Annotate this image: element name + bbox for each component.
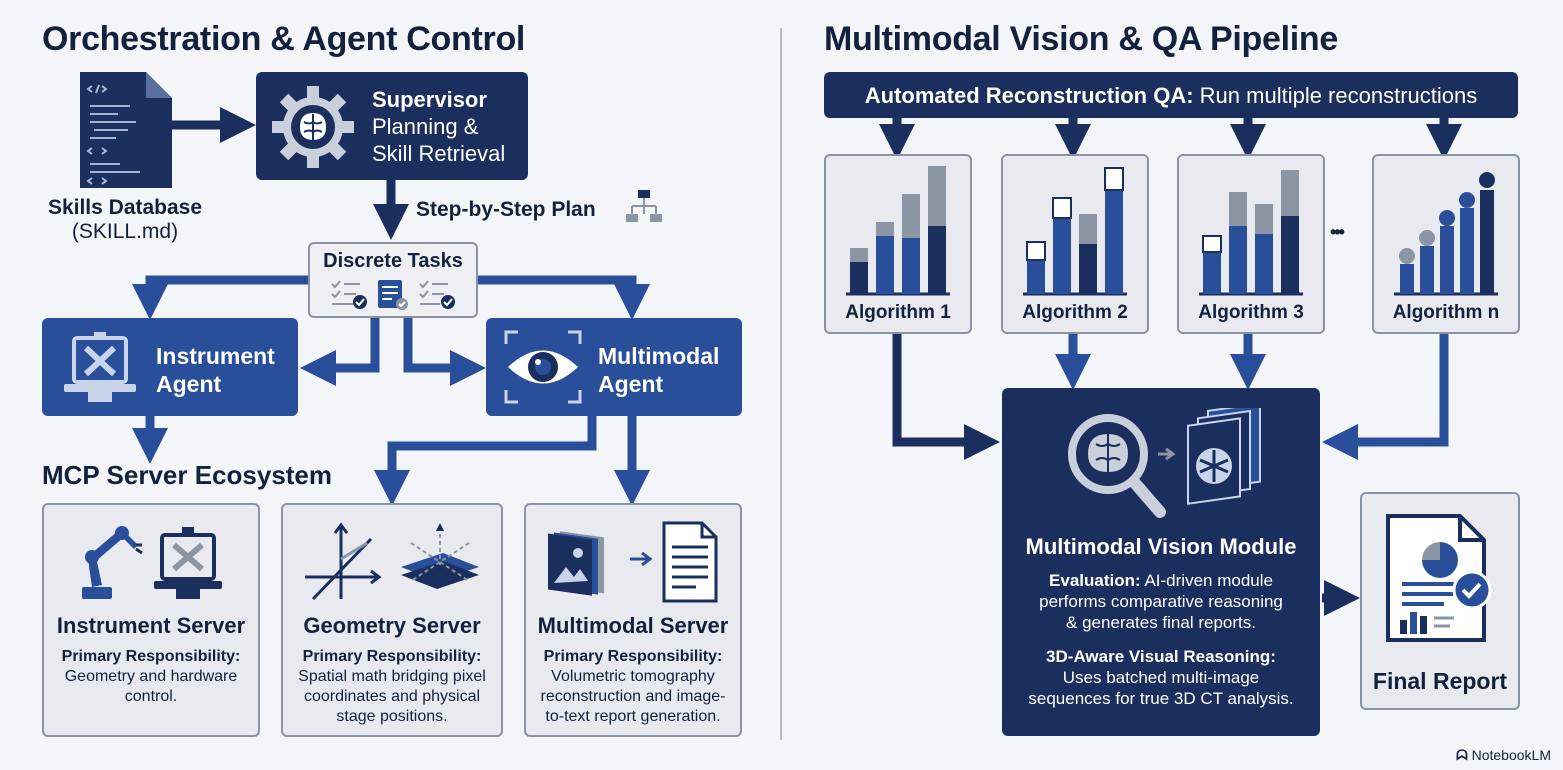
qa-banner: Automated Reconstruction QA: Run multipl… [824, 72, 1518, 118]
instrument-agent-line1: Instrument [156, 343, 275, 369]
instrument-agent-line2: Agent [156, 371, 222, 397]
vision-module-box: Multimodal Vision Module Evaluation: AI-… [1002, 388, 1320, 736]
multimodal-server-resp-label: Primary Responsibility: [543, 648, 723, 665]
skills-database-file: (SKILL.md) [71, 220, 179, 243]
left-section-title: Orchestration & Agent Control [42, 20, 526, 58]
algorithm-card: Algorithm 2 [1001, 154, 1149, 334]
notebooklm-label: NotebookLM [1471, 747, 1551, 763]
notebooklm-icon: ᗣ [1456, 747, 1468, 763]
supervisor-line3: Skill Retrieval [372, 141, 506, 166]
multimodal-server-resp-line3: to-text report generation. [545, 708, 721, 725]
code-file-icon [80, 72, 172, 188]
multimodal-agent-line1: Multimodal [598, 343, 720, 369]
skills-database-label: Skills Database (SKILL.md) [30, 196, 220, 244]
multimodal-agent-line2: Agent [598, 371, 664, 397]
algorithm-2-label: Algorithm 2 [1022, 302, 1128, 323]
right-section-title: Multimodal Vision & QA Pipeline [824, 20, 1338, 58]
instrument-server-resp-line2: control. [124, 688, 178, 705]
brain-scan-icon [1058, 402, 1268, 524]
arrow-algon-to-module [1322, 332, 1449, 460]
algorithm-1-label: Algorithm 1 [845, 302, 951, 323]
images-to-document-icon [544, 519, 724, 603]
final-report-label: Final Report [1372, 668, 1508, 694]
skills-database-title: Skills Database [47, 196, 203, 219]
algorithm-card: Algorithm 1 [824, 154, 972, 334]
instrument-server-card: Instrument Server Primary Responsibility… [42, 503, 260, 737]
multimodal-agent-box: Multimodal Agent [486, 318, 742, 416]
lollipop-chart-icon [1394, 172, 1498, 296]
supervisor-title: Supervisor [372, 87, 487, 112]
axes-plane-icon [301, 519, 483, 603]
robot-arm-instrument-icon [74, 519, 234, 603]
instrument-agent-label: Instrument Agent [156, 342, 275, 398]
evaluation-line2: performs comparative reasoning [1039, 592, 1283, 611]
discrete-tasks-label: Discrete Tasks [323, 250, 463, 272]
vision-module-title: Multimodal Vision Module [1025, 534, 1297, 559]
bar-chart-icon [1199, 170, 1303, 296]
reasoning-line2: sequences for true 3D CT analysis. [1028, 689, 1294, 708]
multimodal-server-card: Multimodal Server Primary Responsibility… [524, 503, 742, 737]
evaluation-label: Evaluation: [1049, 571, 1141, 590]
eye-icon [502, 328, 584, 406]
task-checklist-icons [330, 278, 460, 310]
supervisor-line2: Planning & [372, 114, 479, 139]
multimodal-agent-label: Multimodal Agent [598, 342, 719, 398]
discrete-tasks-box: Discrete Tasks [308, 242, 478, 318]
mcp-ecosystem-title: MCP Server Ecosystem [42, 460, 333, 490]
algorithm-card: Algorithm n [1372, 154, 1520, 334]
step-by-step-plan-label: Step-by-Step Plan [416, 198, 596, 221]
geometry-server-resp-line3: stage positions. [336, 708, 448, 725]
arrow-tasks-to-multimodal-top [474, 275, 650, 320]
algorithm-card: Algorithm 3 [1177, 154, 1325, 334]
bar-chart-icon [1023, 167, 1127, 296]
arrow-tasks-to-instrument-top [132, 275, 310, 320]
ellipsis: ••• [1330, 222, 1345, 242]
arrow-algo1-to-module [892, 332, 1000, 460]
evaluation-line3: & generates final reports. [1066, 613, 1256, 632]
multimodal-server-resp-line2: reconstruction and image- [540, 688, 726, 705]
geometry-server-resp-line1: Spatial math bridging pixel [298, 668, 486, 685]
geometry-server-title: Geometry Server [303, 613, 481, 638]
geometry-server-card: Geometry Server Primary Responsibility: … [281, 503, 503, 737]
instrument-icon [60, 330, 140, 406]
evaluation-line1: AI-driven module [1144, 571, 1273, 590]
bar-chart-icon [846, 166, 950, 296]
qa-banner-rest: Run multiple reconstructions [1193, 83, 1478, 108]
reasoning-line1: Uses batched multi-image [1062, 668, 1260, 687]
multimodal-server-resp-line1: Volumetric tomography [551, 668, 715, 685]
geometry-server-resp-label: Primary Responsibility: [302, 648, 482, 665]
report-document-icon [1384, 512, 1496, 646]
arrow-tasks-to-multimodal-side [403, 316, 486, 386]
qa-banner-bold: Automated Reconstruction QA: [864, 83, 1194, 108]
instrument-server-resp-label: Primary Responsibility: [61, 648, 241, 665]
arrow-tasks-to-instrument-side [300, 316, 380, 386]
geometry-server-resp-line2: coordinates and physical [303, 688, 481, 705]
algorithm-3-label: Algorithm 3 [1198, 302, 1304, 323]
arrow-multimodal-to-geometry [374, 416, 597, 506]
supervisor-box: Supervisor Planning & Skill Retrieval [256, 72, 528, 180]
flowchart-icon [624, 188, 664, 228]
supervisor-text: Supervisor Planning & Skill Retrieval [372, 86, 505, 167]
final-report-card: Final Report [1360, 492, 1520, 710]
instrument-server-resp-line1: Geometry and hardware [64, 668, 238, 685]
instrument-agent-box: Instrument Agent [42, 318, 298, 416]
algorithm-n-label: Algorithm n [1392, 302, 1500, 323]
instrument-server-title: Instrument Server [56, 613, 246, 638]
notebooklm-watermark: ᗣ NotebookLM [1456, 747, 1551, 764]
qa-banner-text: Automated Reconstruction QA: Run multipl… [824, 83, 1518, 109]
brain-gear-icon [270, 84, 356, 170]
multimodal-server-title: Multimodal Server [537, 613, 729, 638]
vision-module-evaluation: Evaluation: AI-driven module performs co… [1002, 570, 1320, 633]
vision-module-reasoning: 3D-Aware Visual Reasoning: Uses batched … [1002, 646, 1320, 709]
reasoning-label: 3D-Aware Visual Reasoning: [1046, 647, 1276, 666]
